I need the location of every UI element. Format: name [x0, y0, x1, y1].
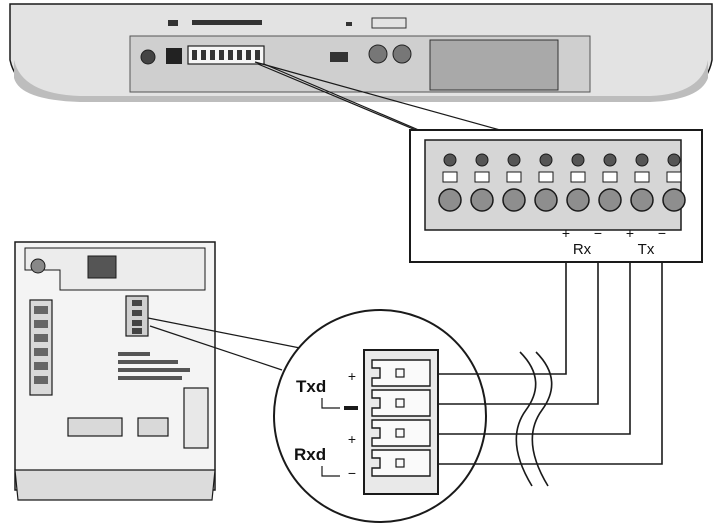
rx-plus-sign: + [562, 225, 570, 241]
terminal-panel: + − + − Rx Tx [409, 129, 703, 263]
tx-minus-sign: − [658, 225, 666, 241]
top-device-port-2 [392, 44, 412, 64]
top-callout-lines [254, 61, 501, 135]
terminal-screws [438, 153, 686, 212]
connector-pins [371, 359, 431, 477]
txd-label: Txd [296, 377, 326, 396]
wire-txd-minus-to-rx-minus [438, 262, 599, 405]
top-device-jack [166, 48, 182, 64]
wires [438, 262, 663, 465]
top-device-window [429, 39, 559, 91]
top-device-port-1 [368, 44, 388, 64]
left-module-side-pins [34, 306, 48, 384]
left-module-socket-pins [132, 300, 142, 334]
left-module-chip [87, 255, 117, 279]
rxd-label: Rxd [294, 445, 326, 464]
left-module-bottom-terminals-2 [137, 417, 169, 437]
wire-txd-plus-to-rx-plus [438, 262, 567, 375]
wire-rxd-minus-to-tx-minus [438, 262, 663, 465]
terminal-screw [566, 153, 590, 212]
txd-minus-sign [344, 406, 358, 410]
cable-break-marks [515, 351, 553, 487]
terminal-screw [662, 153, 686, 212]
top-device-terminal-pins [192, 50, 260, 60]
terminal-screw [534, 153, 558, 212]
top-device-shade [14, 60, 708, 102]
tx-label: Tx [638, 241, 655, 258]
rx-label: Rx [573, 241, 592, 258]
left-callout-lines [147, 317, 301, 371]
top-device-markings [168, 17, 407, 29]
rxd-minus-sign: − [348, 465, 356, 481]
terminal-screw [502, 153, 526, 212]
top-device [9, 3, 713, 102]
terminal-block-body [424, 139, 682, 231]
top-device-terminal-strip [187, 45, 265, 65]
left-module-bottom-terminals [67, 417, 123, 437]
wire-rxd-plus-to-tx-plus [438, 262, 631, 435]
connector-pin-brackets [321, 398, 340, 477]
rxd-plus-sign: + [348, 431, 356, 447]
left-module [14, 241, 216, 501]
top-device-knob [140, 49, 156, 65]
connector-pin [371, 389, 431, 417]
connector-pin [371, 419, 431, 447]
left-module-knob [30, 258, 46, 274]
terminal-screw [598, 153, 622, 212]
left-module-base [14, 469, 216, 501]
terminal-screw [438, 153, 462, 212]
connector-magnifier: Txd Rxd + + − [273, 309, 487, 523]
rx-minus-sign: − [594, 225, 602, 241]
tx-plus-sign: + [626, 225, 634, 241]
txd-plus-sign: + [348, 368, 356, 384]
connector-pin [371, 359, 431, 387]
terminal-screw [470, 153, 494, 212]
left-module-print-block [118, 352, 190, 380]
connector-pin [371, 449, 431, 477]
top-device-slot [330, 52, 348, 62]
left-module-battery [183, 387, 209, 449]
terminal-screw [630, 153, 654, 212]
